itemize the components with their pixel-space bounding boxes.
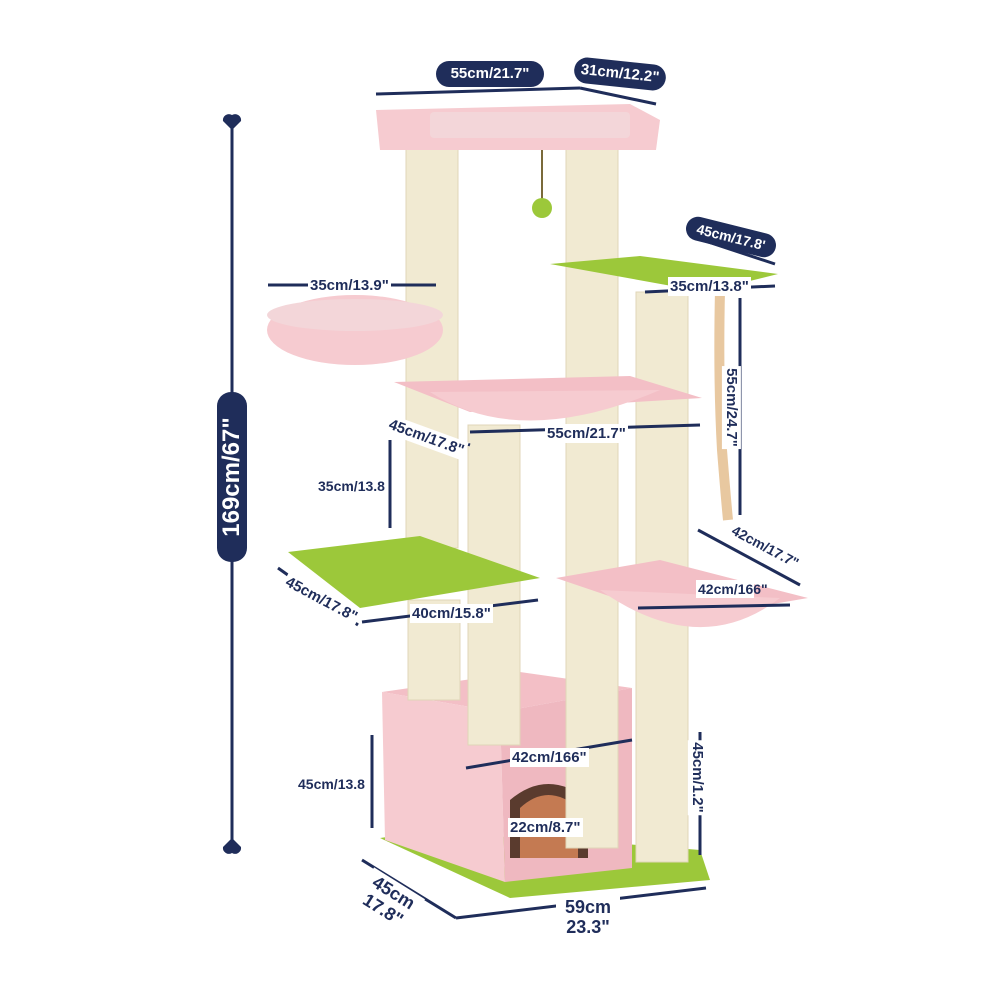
mid-platform (288, 536, 540, 608)
base-width-label: 59cm 23.3" (556, 896, 620, 940)
rope-length-label: 55cm/24.7" (721, 366, 741, 449)
hammock-fabric (430, 390, 660, 421)
door-width-label: 22cm/8.7" (508, 818, 583, 837)
top-perch-cushion (430, 112, 630, 138)
left-basket-rim (267, 299, 443, 331)
hanging-rope (714, 289, 733, 521)
left-post-height-label: 35cm/13.8 (316, 477, 387, 495)
right-basket-width-label: 42cm/166" (696, 580, 768, 598)
height-top-cap-icon (222, 114, 242, 130)
right-post-height-label: 45cm/1.2" (687, 740, 707, 815)
upper-platform-width-label: 35cm/13.8" (668, 277, 751, 296)
mid-platform-width-label: 40cm/15.8" (410, 604, 493, 623)
total-height-label: 169cm/67" (217, 392, 247, 562)
hammock-width-label: 55cm/21.7" (545, 424, 628, 443)
top-width-label: 55cm/21.7" (436, 61, 544, 87)
condo-width-label: 42cm/166" (510, 748, 589, 767)
left-basket-width-label: 35cm/13.9" (308, 276, 391, 295)
condo-height-label: 45cm/13.8 (296, 775, 367, 793)
toy-ball (532, 198, 552, 218)
height-bottom-cap-icon (222, 838, 242, 854)
right-basket-fabric (600, 590, 780, 628)
